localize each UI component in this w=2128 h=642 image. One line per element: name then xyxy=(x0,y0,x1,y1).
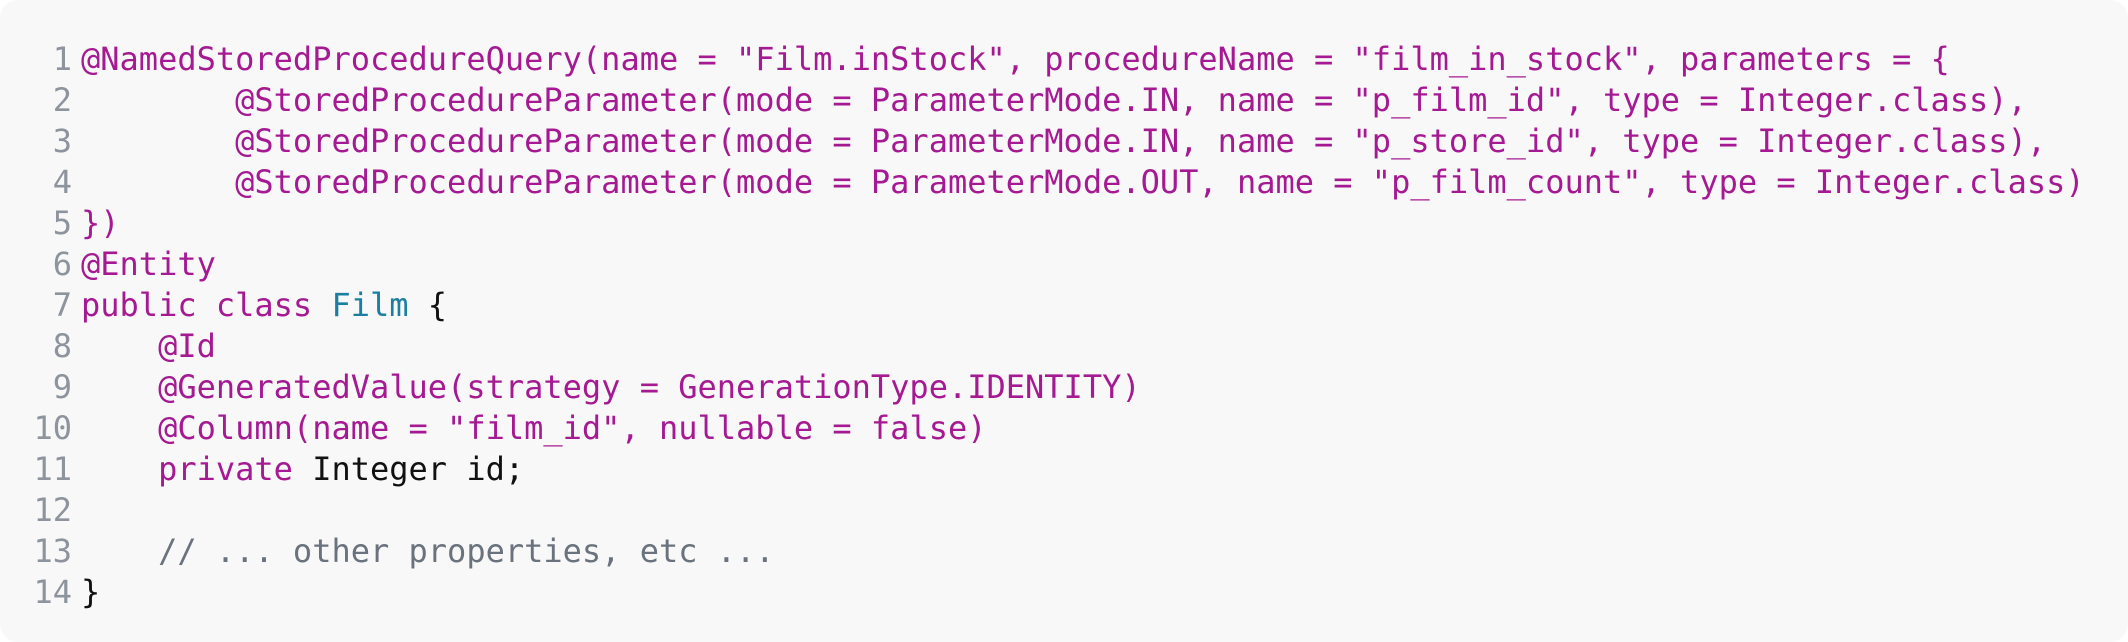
line-number: 9 xyxy=(52,368,72,406)
code-text: @StoredProcedureParameter(mode = Paramet… xyxy=(72,80,2027,121)
line-number: 13 xyxy=(33,532,72,570)
line-number: 6 xyxy=(52,245,72,283)
code-token: // ... other properties, etc ... xyxy=(81,532,775,570)
code-token: @GeneratedValue(strategy = GenerationTyp… xyxy=(81,368,1141,406)
code-line: 2 @StoredProcedureParameter(mode = Param… xyxy=(0,80,2128,121)
code-token: } xyxy=(81,573,101,611)
code-text: @NamedStoredProcedureQuery(name = "Film.… xyxy=(72,39,1950,80)
code-text xyxy=(72,490,81,531)
code-line: 9 @GeneratedValue(strategy = GenerationT… xyxy=(0,367,2128,408)
code-line: 11 private Integer id; xyxy=(0,449,2128,490)
code-token: @StoredProcedureParameter(mode = Paramet… xyxy=(81,122,2047,160)
code-token: @Entity xyxy=(81,245,216,283)
line-number: 4 xyxy=(52,163,72,201)
code-token: }) xyxy=(81,204,120,242)
code-token: { xyxy=(408,286,448,324)
code-token: @Column(name = "film_id", nullable = fal… xyxy=(81,409,987,447)
line-number: 7 xyxy=(52,286,72,324)
line-number: 1 xyxy=(52,40,72,78)
code-line: 5}) xyxy=(0,203,2128,244)
code-text: } xyxy=(72,572,100,613)
line-number: 8 xyxy=(52,327,72,365)
code-text: private Integer id; xyxy=(72,449,524,490)
code-line: 14} xyxy=(0,572,2128,613)
line-number: 14 xyxy=(33,573,72,611)
code-line: 8 @Id xyxy=(0,326,2128,367)
code-text: @Column(name = "film_id", nullable = fal… xyxy=(72,408,986,449)
code-token: @NamedStoredProcedureQuery(name = "Film.… xyxy=(81,40,1950,78)
code-text: @Id xyxy=(72,326,216,367)
line-number: 2 xyxy=(52,81,72,119)
code-line: 4 @StoredProcedureParameter(mode = Param… xyxy=(0,162,2128,203)
line-number: 3 xyxy=(52,122,72,160)
code-line: 10 @Column(name = "film_id", nullable = … xyxy=(0,408,2128,449)
code-line: 3 @StoredProcedureParameter(mode = Param… xyxy=(0,121,2128,162)
line-number: 10 xyxy=(33,409,72,447)
code-text: @StoredProcedureParameter(mode = Paramet… xyxy=(72,162,2085,203)
code-text: }) xyxy=(72,203,120,244)
code-text: // ... other properties, etc ... xyxy=(72,531,775,572)
code-token: @StoredProcedureParameter(mode = Paramet… xyxy=(81,163,2085,201)
line-number: 5 xyxy=(52,204,72,242)
code-text: public class Film { xyxy=(72,285,447,326)
code-token: public class xyxy=(81,286,332,324)
code-token: @Id xyxy=(81,327,216,365)
code-text: @StoredProcedureParameter(mode = Paramet… xyxy=(72,121,2046,162)
code-text: @GeneratedValue(strategy = GenerationTyp… xyxy=(72,367,1141,408)
code-line: 12 xyxy=(0,490,2128,531)
code-token: private xyxy=(81,450,313,488)
code-line: 13 // ... other properties, etc ... xyxy=(0,531,2128,572)
code-token: Film xyxy=(331,286,409,324)
code-line: 6@Entity xyxy=(0,244,2128,285)
code-token: @StoredProcedureParameter(mode = Paramet… xyxy=(81,81,2027,119)
code-line: 1@NamedStoredProcedureQuery(name = "Film… xyxy=(0,39,2128,80)
code-text: @Entity xyxy=(72,244,216,285)
line-number: 11 xyxy=(33,450,72,488)
line-number: 12 xyxy=(33,491,72,529)
code-token: Integer id; xyxy=(312,450,525,488)
